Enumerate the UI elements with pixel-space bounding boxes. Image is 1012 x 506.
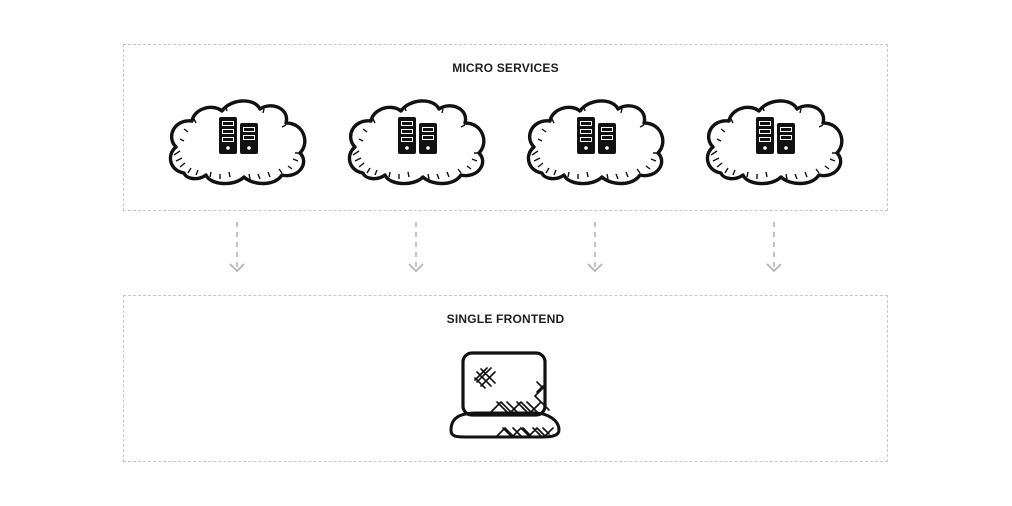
dashed-arrow-down-icon — [406, 220, 426, 276]
cloud-server-icon — [164, 95, 310, 187]
dashed-arrow-down-icon — [585, 220, 605, 276]
micro-services-panel: MICRO SERVICES — [123, 44, 888, 211]
dashed-arrow-down-icon — [764, 220, 784, 276]
dashed-arrow-down-icon — [227, 220, 247, 276]
cloud-server-icon — [343, 95, 489, 187]
single-frontend-title: SINGLE FRONTEND — [446, 312, 565, 326]
micro-services-title: MICRO SERVICES — [452, 61, 559, 75]
cloud-server-icon — [522, 95, 668, 187]
cloud-server-icon — [701, 95, 847, 187]
single-frontend-panel: SINGLE FRONTEND — [123, 295, 888, 462]
laptop-icon — [449, 351, 561, 439]
